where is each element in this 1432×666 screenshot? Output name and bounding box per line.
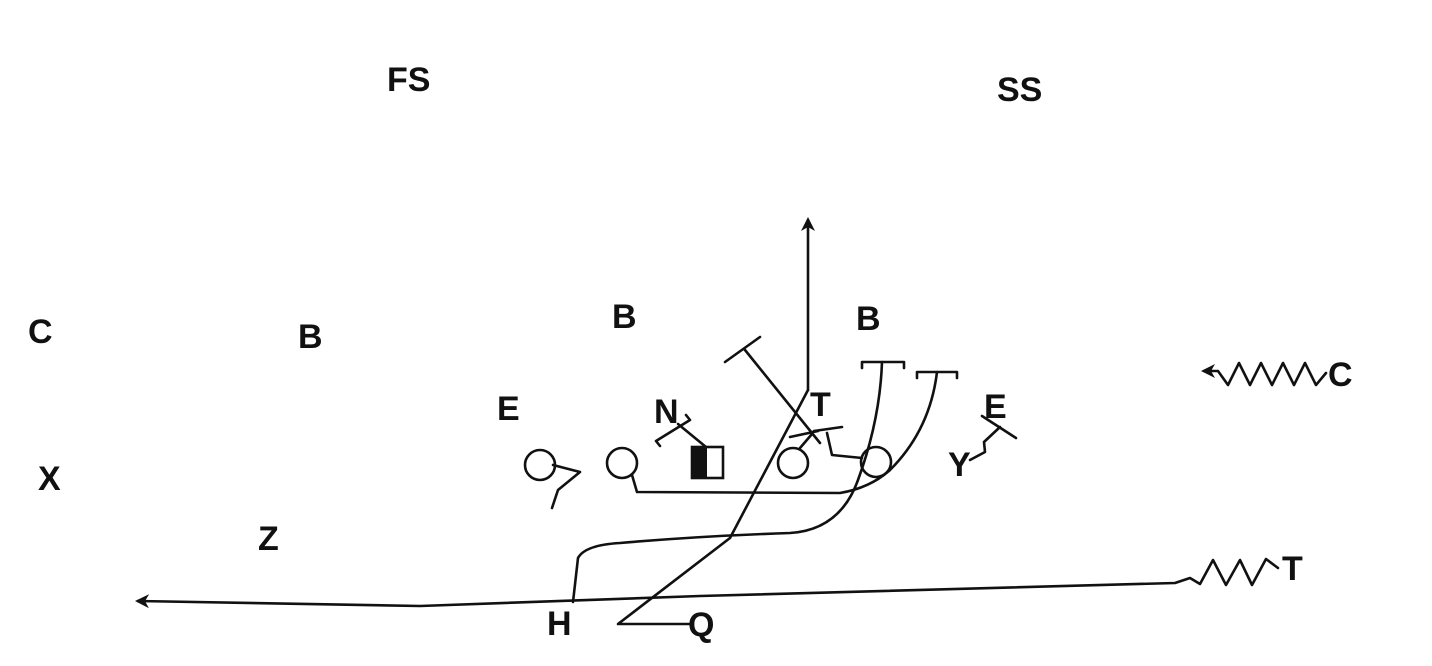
tackle-block-line [723,335,822,445]
h-back-block-cap [860,360,906,370]
center-block-cap [654,413,692,448]
free-safety-label: FS [387,61,430,99]
corner-motion-path [1201,361,1328,387]
end-right-label: E [984,388,1007,426]
center-square [690,445,725,480]
h-back-label: H [547,605,572,643]
right-tackle-circle [859,445,893,479]
x-receiver-label: X [38,460,61,498]
left-tackle-circle [523,448,557,482]
end-left-label: E [497,390,520,428]
t-receiver-label: T [1282,550,1303,588]
strong-safety-label: SS [997,71,1042,109]
backer-middle-label: B [612,298,637,336]
t-receiver-motion-path [135,557,1280,609]
left-guard-pull-path [630,370,939,495]
y-tightend-label: Y [948,446,971,484]
left-guard-circle [605,446,639,480]
quarterback-path [616,388,810,626]
backer-left-label: B [298,318,323,356]
z-receiver-label: Z [258,520,279,558]
corner-left-label: C [28,313,53,351]
corner-right-label: C [1328,356,1353,394]
tackle-label: T [810,386,831,424]
right-guard-circle [776,446,810,480]
right-tackle-block-path [812,425,864,460]
left-tackle-block-path [550,463,582,510]
h-back-path [571,360,884,604]
left-guard-block-cap [915,370,959,380]
backer-right-label: B [856,300,881,338]
tightend-block-path [968,414,1018,462]
center-block-path [676,422,708,449]
nose-label: N [654,393,679,431]
